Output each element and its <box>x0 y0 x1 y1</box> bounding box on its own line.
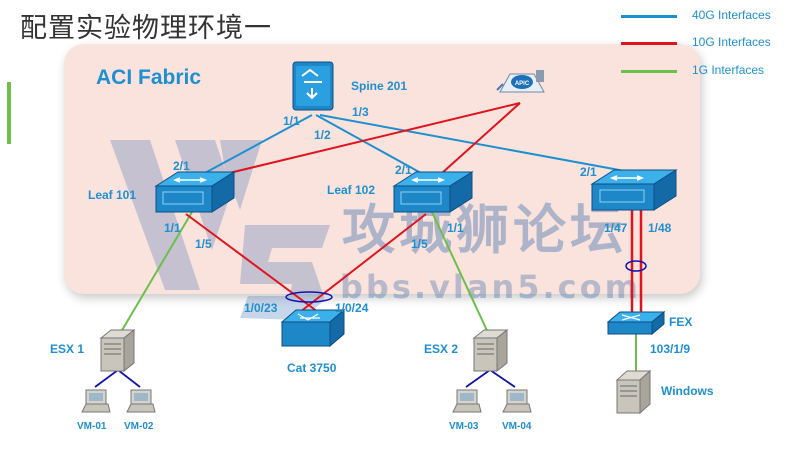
link-leaf101-cat <box>185 213 319 313</box>
svg-text:APIC: APIC <box>515 81 530 87</box>
port-channel-marker-fex <box>625 260 647 272</box>
esx2-server-icon <box>472 328 509 373</box>
windows-label: Windows <box>661 384 714 398</box>
vm-04-label: VM-04 <box>502 421 532 432</box>
vm-04-computer-icon <box>502 389 532 413</box>
apic-icon: APIC <box>496 70 545 93</box>
legend-item-40g: 40G Interfaces <box>621 8 796 24</box>
leaf-101-label: Leaf 101 <box>88 188 137 202</box>
vm-02-computer-icon <box>126 389 156 413</box>
leaf-3-switch-icon <box>590 169 678 211</box>
fex-icon <box>606 310 666 336</box>
spine-switch-icon <box>292 61 334 111</box>
port-label-leaf102-1-1: 1/1 <box>447 221 464 235</box>
link-leaf101-esx1 <box>117 211 193 338</box>
port-label-leaf3-1-47: 1/47 <box>604 221 628 235</box>
page-title: 配置实验物理环境一 <box>20 13 272 44</box>
link-leaf102-cat <box>299 213 427 313</box>
port-channel-marker-cat <box>285 291 333 303</box>
windows-server-icon <box>615 369 652 415</box>
legend-label-1g: 1G Interfaces <box>692 63 765 77</box>
port-label-spine-1-2: 1/2 <box>314 128 331 142</box>
vm-03-computer-icon <box>452 389 482 413</box>
link-apic-leaf101 <box>191 102 521 183</box>
leaf-102-label: Leaf 102 <box>327 183 376 197</box>
link-spine-leaf101 <box>191 114 313 181</box>
esx-2-label: ESX 2 <box>424 342 459 356</box>
watermark-chinese-text: 攻城狮论坛 <box>342 200 627 261</box>
link-apic-leaf102 <box>431 102 521 183</box>
cat-3750-label: Cat 3750 <box>287 361 337 375</box>
aci-fabric-area <box>64 44 700 294</box>
port-label-leaf102-2-1: 2/1 <box>395 163 412 177</box>
legend-label-40g: 40G Interfaces <box>692 8 771 22</box>
aci-fabric-label: ACI Fabric <box>96 66 202 89</box>
vm-03-label: VM-03 <box>449 421 479 432</box>
vm-01-label: VM-01 <box>77 421 107 432</box>
side-accent-bar <box>7 82 11 144</box>
vm-01-computer-icon <box>81 389 111 413</box>
port-label-spine-1-3: 1/3 <box>352 105 369 119</box>
port-label-leaf3-2-1: 2/1 <box>580 165 597 179</box>
port-label-cat-1-0-23: 1/0/23 <box>244 301 278 315</box>
spine-201-label: Spine 201 <box>351 79 408 93</box>
port-label-leaf102-1-5: 1/5 <box>411 237 428 251</box>
esx-1-label: ESX 1 <box>50 342 85 356</box>
port-label-fex-103-1-9: 103/1/9 <box>650 342 691 356</box>
cat3750-switch-icon <box>280 308 346 348</box>
port-label-leaf101-1-1: 1/1 <box>164 221 181 235</box>
link-leaf102-esx2 <box>431 211 491 338</box>
legend-item-10g: 10G Interfaces <box>621 35 796 51</box>
port-label-cat-1-0-24: 1/0/24 <box>335 301 369 315</box>
legend-label-10g: 10G Interfaces <box>692 35 771 49</box>
link-spine-leaf102 <box>315 114 431 179</box>
port-label-leaf3-1-48: 1/48 <box>648 221 672 235</box>
leaf-102-switch-icon <box>392 171 474 213</box>
watermark-url-text: bbs.vlan5.com <box>340 268 641 306</box>
legend-item-1g: 1G Interfaces <box>621 63 796 79</box>
legend-swatch-10g <box>621 42 677 45</box>
legend-swatch-1g <box>621 70 677 73</box>
leaf-101-switch-icon <box>154 171 236 213</box>
port-label-leaf101-1-5: 1/5 <box>195 237 212 251</box>
esx1-server-icon <box>99 328 136 373</box>
port-label-leaf101-2-1: 2/1 <box>173 159 190 173</box>
legend-swatch-40g <box>621 15 677 18</box>
port-label-spine-1-1: 1/1 <box>283 114 300 128</box>
vm-02-label: VM-02 <box>124 421 154 432</box>
fex-label: FEX <box>669 315 693 329</box>
